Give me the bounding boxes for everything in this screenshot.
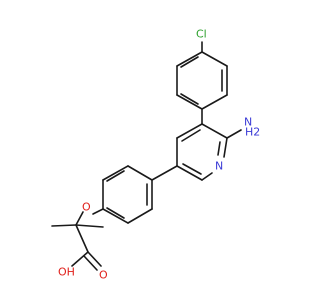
chlorophenyl-ring (176, 51, 228, 110)
hydroxyl-label: OH (58, 266, 75, 279)
methyl-bond-right (75, 224, 104, 228)
carbonyl-oxygen-label: O (99, 269, 108, 282)
pyridine-ring (176, 123, 228, 181)
ether-alkyl-bond (75, 211, 84, 226)
hydroxyl-bond (71, 251, 89, 267)
methyl-bond-left (51, 224, 77, 227)
amine-nitrogen-label: N (244, 116, 252, 129)
ether-oxygen-label: O (82, 201, 91, 214)
pyridine-nitrogen-label: N (215, 160, 223, 173)
aryl-ether-bond (92, 208, 104, 215)
chemical-structure: Cl N H2 N O O OH (51, 28, 260, 282)
carboxyl-bond (75, 224, 89, 253)
carbonyl-double-bond-b (83, 255, 98, 271)
biaryl-bond-lower (151, 165, 178, 181)
carbonyl-double-bond-a (87, 251, 102, 267)
carbon-amine-bond (226, 129, 242, 139)
chlorine-label: Cl (196, 28, 207, 41)
amine-hydrogens-label: H2 (245, 126, 260, 139)
phenoxy-ring (102, 165, 153, 224)
